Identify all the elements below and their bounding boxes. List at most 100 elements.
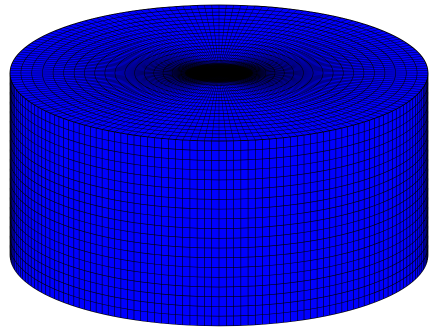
top-radial-line xyxy=(37,38,220,74)
top-radial-line xyxy=(102,72,220,130)
top-radial-line xyxy=(20,72,220,95)
top-radial-line xyxy=(218,8,284,74)
top-radial-line xyxy=(218,6,270,74)
top-radial-line xyxy=(218,72,284,138)
top-radial-line xyxy=(218,72,384,116)
side-ring-line xyxy=(9,101,429,171)
side-ring-line xyxy=(9,226,429,298)
top-radial-line xyxy=(49,32,220,74)
top-radial-line xyxy=(218,5,242,74)
top-radial-line xyxy=(218,72,242,141)
top-radial-line xyxy=(73,23,220,74)
top-radial-line xyxy=(218,5,256,74)
top-radial-line xyxy=(218,72,425,86)
top-radial-line xyxy=(102,16,220,74)
top-radial-line xyxy=(218,49,416,74)
top-radial-line xyxy=(218,72,305,136)
top-radial-line xyxy=(16,72,220,90)
top-radial-line xyxy=(218,72,428,78)
top-radial-line xyxy=(218,72,375,119)
top-radial-line xyxy=(218,72,354,126)
top-radial-line xyxy=(45,34,220,74)
top-radial-line xyxy=(175,6,220,74)
top-radial-line xyxy=(218,16,336,74)
top-radial-line xyxy=(218,29,380,74)
top-radial-line xyxy=(22,49,220,74)
top-radial-line xyxy=(218,68,428,74)
top-radial-line xyxy=(127,72,220,135)
top-radial-line xyxy=(120,72,220,134)
top-radial-line xyxy=(218,72,422,90)
top-radial-line xyxy=(37,72,220,108)
top-radial-line xyxy=(68,25,220,74)
top-radial-line xyxy=(10,70,220,74)
side-ring-line xyxy=(9,130,429,200)
top-radial-line xyxy=(218,20,354,74)
top-radial-line xyxy=(218,54,420,74)
top-radial-line xyxy=(154,8,220,74)
top-radial-line xyxy=(133,10,220,74)
top-radial-line xyxy=(218,5,234,74)
top-radial-line xyxy=(11,65,220,74)
top-radial-line xyxy=(218,38,401,74)
top-radial-line xyxy=(11,72,220,81)
top-radial-line xyxy=(218,27,375,74)
top-radial-line xyxy=(218,60,425,74)
top-radial-line xyxy=(218,12,318,74)
side-ring-line xyxy=(9,149,429,220)
top-center-halo xyxy=(173,60,265,86)
top-radial-line xyxy=(18,54,220,74)
top-radial-line xyxy=(204,72,220,141)
top-radial-line xyxy=(96,72,220,129)
top-radial-line xyxy=(161,72,220,139)
top-rim-outline xyxy=(9,4,429,142)
top-radial-line xyxy=(218,51,418,74)
top-radial-line xyxy=(218,56,422,74)
side-ring-line xyxy=(9,197,429,268)
top-radial-line xyxy=(218,72,359,124)
top-radial-line xyxy=(182,5,220,74)
side-ring-line xyxy=(9,111,429,181)
top-radial-line xyxy=(204,5,220,74)
top-radial-line xyxy=(14,58,220,74)
top-radial-line xyxy=(41,72,220,110)
top-radial-line xyxy=(211,72,220,141)
top-radial-line xyxy=(218,72,270,140)
side-ring-line xyxy=(9,92,429,161)
top-radial-line xyxy=(218,5,249,74)
top-radial-line xyxy=(147,72,220,138)
top-radial-line xyxy=(54,72,220,116)
top-radial-line xyxy=(10,72,220,78)
top-radial-line xyxy=(218,72,342,129)
top-radial-line xyxy=(218,9,298,74)
top-radial-line xyxy=(218,72,418,95)
top-radial-line xyxy=(218,19,348,74)
top-radial-line xyxy=(90,72,220,127)
side-ring-line xyxy=(9,216,429,288)
top-radial-line xyxy=(68,72,220,121)
top-radial-line xyxy=(218,72,291,138)
top-radial-line xyxy=(18,72,220,92)
top-radial-line xyxy=(189,5,220,74)
top-radial-line xyxy=(41,36,220,74)
top-radial-line xyxy=(13,72,220,86)
top-radial-line xyxy=(73,72,220,123)
top-radial-line xyxy=(218,72,428,76)
top-radial-line xyxy=(218,17,342,74)
top-radial-line xyxy=(10,68,220,74)
top-radial-line xyxy=(218,8,291,74)
top-radial-line xyxy=(182,72,220,141)
top-radial-line xyxy=(63,72,220,119)
top-radial-line xyxy=(34,40,220,74)
top-radial-line xyxy=(218,72,298,137)
top-radial-line xyxy=(218,72,365,123)
top-radial-line xyxy=(218,32,389,74)
side-ring-line xyxy=(9,178,429,249)
top-radial-line xyxy=(45,72,220,112)
top-radial-line xyxy=(154,72,220,138)
top-radial-line xyxy=(14,72,220,88)
top-radial-line xyxy=(133,72,220,136)
top-radial-line xyxy=(147,8,220,74)
